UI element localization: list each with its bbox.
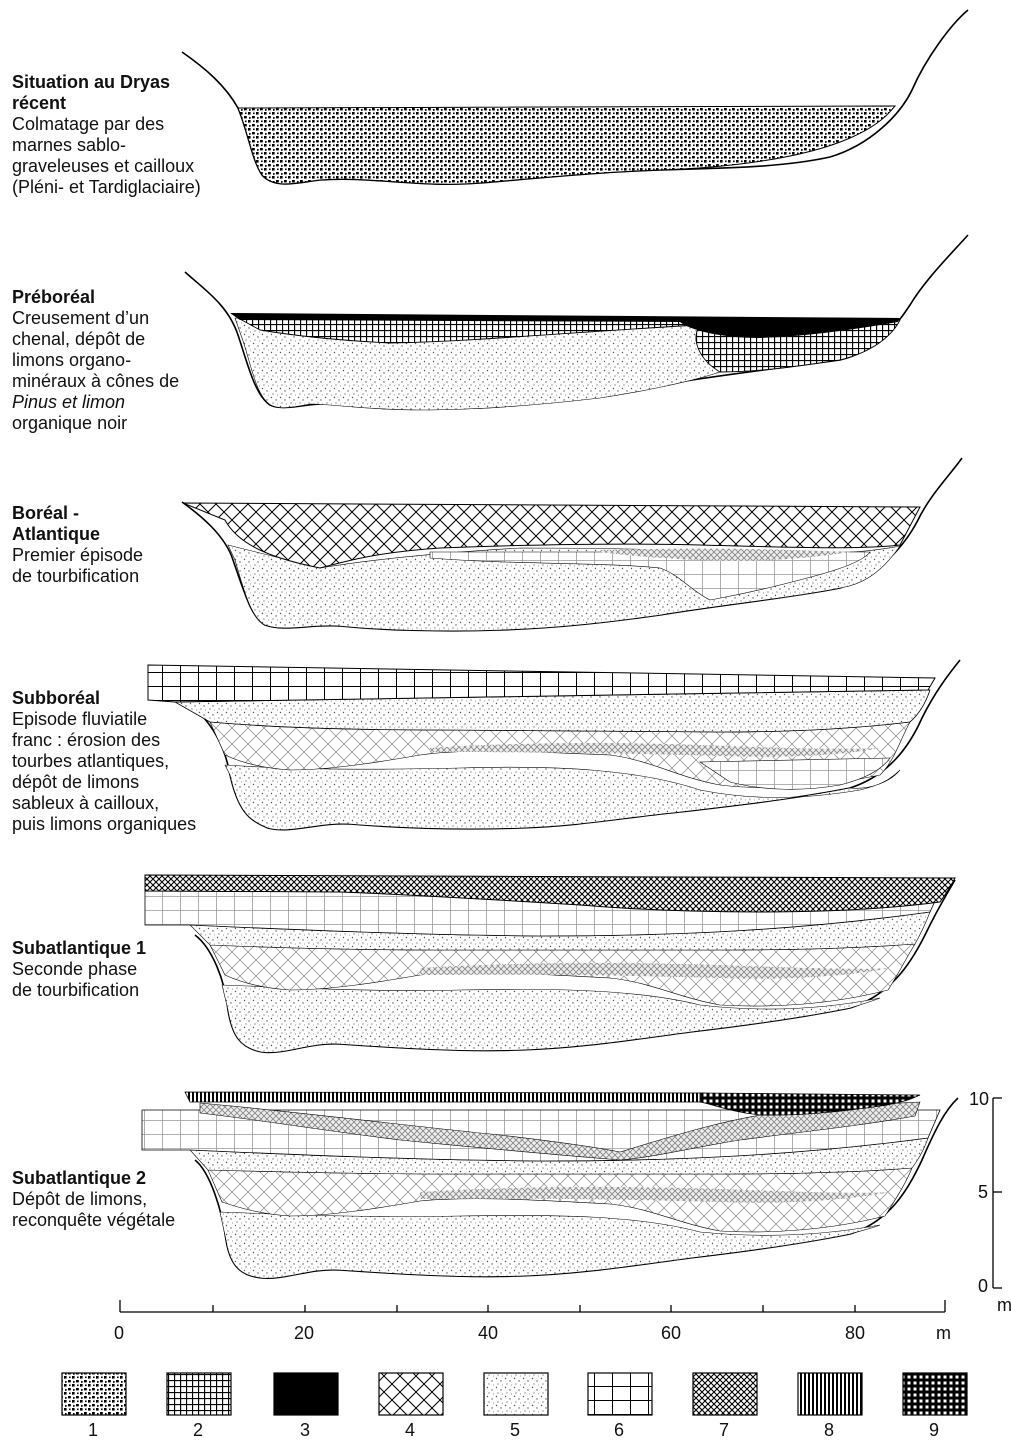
vertical-unit-label: m xyxy=(997,1295,1011,1315)
legend-label-1: 1 xyxy=(88,1420,98,1440)
vertical-scale: 10 5 0 m xyxy=(969,1089,1011,1315)
legend-label-5: 5 xyxy=(510,1420,520,1440)
legend-swatch-2 xyxy=(167,1373,231,1415)
horizontal-scale: 0 20 40 60 80 m xyxy=(114,1300,951,1343)
horizontal-tick-label: 20 xyxy=(294,1323,314,1343)
legend-swatch-9 xyxy=(903,1373,967,1415)
vertical-tick-label: 0 xyxy=(978,1276,988,1296)
vertical-tick-label: 10 xyxy=(969,1089,989,1109)
horizontal-tick-label: 80 xyxy=(845,1323,865,1343)
legend-label-9: 9 xyxy=(929,1420,939,1440)
legend-swatch-1 xyxy=(62,1373,126,1415)
legend-swatch-8 xyxy=(798,1373,862,1415)
horizontal-tick-label: 60 xyxy=(661,1323,681,1343)
panel-6-section xyxy=(142,1092,958,1278)
panel-5-section xyxy=(145,875,955,1052)
legend-label-7: 7 xyxy=(719,1420,729,1440)
legend-label-4: 4 xyxy=(405,1420,415,1440)
panel-3-section xyxy=(182,458,962,631)
layer-8-fill xyxy=(185,1092,705,1102)
legend-swatch-4 xyxy=(379,1373,443,1415)
vertical-tick-label: 5 xyxy=(978,1182,988,1202)
panel-2-section xyxy=(185,235,968,410)
panel-4-section xyxy=(148,660,960,830)
legend-swatch-7 xyxy=(693,1373,757,1415)
legend-label-3: 3 xyxy=(300,1420,310,1440)
legend-swatch-6 xyxy=(588,1373,652,1415)
legend-label-6: 6 xyxy=(614,1420,624,1440)
horizontal-unit-label: m xyxy=(936,1323,951,1343)
horizontal-tick-label: 0 xyxy=(114,1323,124,1343)
legend-swatch-5 xyxy=(484,1373,548,1415)
legend-swatch-3 xyxy=(274,1373,338,1415)
layer-1-fill xyxy=(238,106,895,184)
legend-label-8: 8 xyxy=(824,1420,834,1440)
legend: 1 2 3 4 5 6 7 8 9 xyxy=(62,1373,967,1440)
panel-1-section xyxy=(182,10,968,184)
horizontal-tick-label: 40 xyxy=(478,1323,498,1343)
legend-label-2: 2 xyxy=(193,1420,203,1440)
